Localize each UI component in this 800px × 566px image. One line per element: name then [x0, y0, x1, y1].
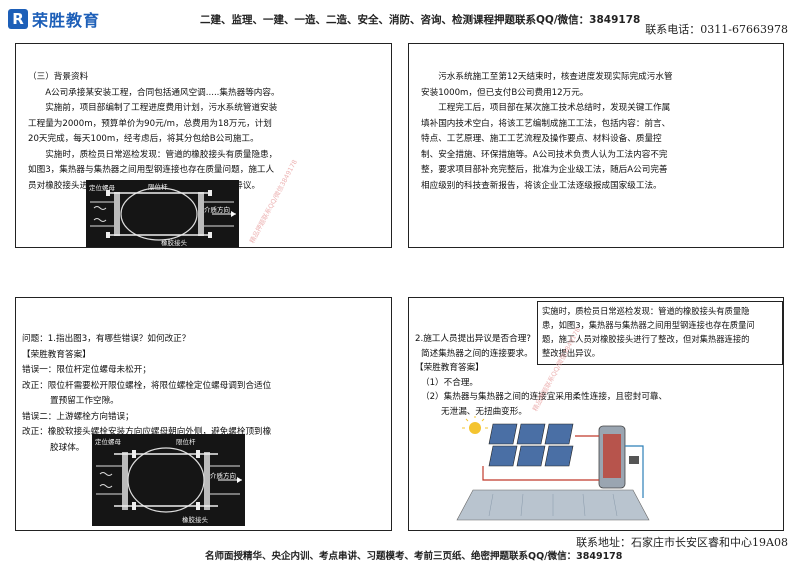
logo-text: 荣胜教育 — [32, 11, 101, 30]
text-line: 整改提出异议。 — [542, 348, 601, 358]
background-text: （三）背景资料 A公司承接某安装工程，合同包括通风空调.....集热器等内容。 … — [28, 70, 388, 194]
text-line: 相应级别的科技查新报告，将该企业工法逐级报成国家级工法。 — [421, 180, 662, 191]
question-line: 简述集热器之间的连接要求。 — [421, 348, 533, 359]
logo: R 荣胜教育 — [8, 7, 100, 31]
text-line: 实施时，质检员日常巡检发现：管道的橡胶接头有质量隐患， — [45, 149, 278, 160]
label-limit-rod: 限位杆 — [176, 438, 196, 446]
context-callout: 实施时，质检员日常巡检发现：管道的橡胶接头有质量隐 患，如图3，集热器与集热器之… — [537, 301, 783, 365]
text-line: 如图3，集热器与集热器之间用型钢连接也存在质量问题，施工人 — [28, 165, 275, 175]
logo-mark: R — [8, 9, 28, 29]
text-line: 制、安全措施、环保措施等。A公司技术负责人认为工法内容不完 — [421, 149, 668, 160]
label-rubber-joint: 橡胶接头 — [182, 516, 208, 524]
text-line: 整，要求项目部补充完整后，批准为企业级工法，随后A公司完善 — [421, 165, 668, 175]
text-line: 改正：橡胶软接头螺栓安装方向应螺母朝向外侧，避免螺栓顶到橡 — [22, 427, 272, 437]
text-line: 胶球体。 — [50, 442, 85, 453]
text-line: （2）集热器与集热器之间的连接宜采用柔性连接，且密封可靠、 — [421, 392, 668, 402]
section-heading: （三）背景资料 — [28, 72, 89, 82]
label-locating-nut: 定位螺母 — [95, 438, 121, 446]
question-line: 问题：1.指出图3，有哪些错误？如何改正？ — [22, 334, 191, 344]
text-line: 题，施工人员对橡胶接头进行了整改，但对集热器连接的 — [542, 334, 750, 344]
footer-address: 联系地址：石家庄市长安区睿和中心19A08 — [576, 536, 788, 549]
text-line: 错误一：限位杆定位螺母未松开； — [22, 365, 151, 375]
text-line: 特点、工艺原理、施工工艺流程及操作要点、材料设备、质量控 — [421, 134, 662, 144]
rubber-joint-drawing — [86, 180, 239, 247]
rubber-joint-drawing — [92, 434, 245, 526]
answer-heading: 【荣胜教育答案】 — [22, 349, 91, 360]
text-line: 实施时，质检员日常巡检发现：管道的橡胶接头有质量隐 — [542, 306, 750, 316]
slide-question-2: 实施时，质检员日常巡检发现：管道的橡胶接头有质量隐 患，如图3，集热器与集热器之… — [408, 297, 784, 531]
solar-collector-drawing — [456, 415, 650, 521]
text-line: 20天完成，每天100m，经考虑后，将其分包给B公司施工。 — [28, 134, 259, 144]
header-courses: 二建、监理、一建、一造、二造、安全、消防、咨询、检测课程押题联系QQ/微信：38… — [200, 14, 641, 26]
footer-services: 名师面授精华、央企内训、考点串讲、习题模考、考前三页纸、绝密押题联系QQ/微信：… — [205, 551, 623, 562]
text-line: A公司承接某安装工程，合同包括通风空调.....集热器等内容。 — [45, 87, 280, 98]
rubber-joint-figure: 定位螺母 限位杆 介质方向 橡胶接头 — [92, 434, 245, 526]
text-line: 安装1000m，但已支付B公司费用12万元。 — [421, 87, 589, 98]
label-locating-nut: 定位螺母 — [89, 184, 115, 192]
label-medium-direction: 介质方向 — [210, 472, 236, 480]
text-line: 实施前，项目部编制了工程进度费用计划，污水系统管道安装 — [45, 103, 278, 113]
text-line: （1）不合理。 — [421, 377, 479, 388]
answer-heading: 【荣胜教育答案】 — [415, 363, 484, 373]
question-line: 2.施工人员提出异议是否合理? — [415, 334, 531, 344]
text-line: 患，如图3，集热器与集热器之间用型钢连接也存在质量问 — [542, 320, 755, 330]
slide-question-1: 问题：1.指出图3，有哪些错误？如何改正？ 【荣胜教育答案】 错误一：限位杆定位… — [15, 297, 392, 531]
page-header: R 荣胜教育 二建、监理、一建、一造、二造、安全、消防、咨询、检测课程押题联系Q… — [0, 0, 800, 40]
question-answer-text: 问题：1.指出图3，有哪些错误？如何改正？ 【荣胜教育答案】 错误一：限位杆定位… — [22, 332, 387, 456]
label-medium-direction: 介质方向 — [204, 206, 230, 214]
text-line: 污水系统施工至第12天结束时，核查进度发现实际完成污水管 — [438, 72, 673, 82]
header-phone: 联系电话：0311-67663978 — [645, 23, 788, 36]
text-line: 填补国内技术空白，将该工艺编制成施工工法，包括内容：前言、 — [421, 118, 671, 129]
text-line: 置预留工作空隙。 — [50, 396, 119, 406]
label-rubber-joint: 橡胶接头 — [161, 239, 187, 247]
slide-background-continued: 污水系统施工至第12天结束时，核查进度发现实际完成污水管 安装1000m，但已支… — [408, 43, 784, 248]
slide-background: （三）背景资料 A公司承接某安装工程，合同包括通风空调.....集热器等内容。 … — [15, 43, 392, 248]
continued-text: 污水系统施工至第12天结束时，核查进度发现实际完成污水管 安装1000m，但已支… — [421, 70, 776, 194]
rubber-joint-figure: 定位螺母 限位杆 介质方向 橡胶接头 — [86, 180, 239, 247]
text-line: 无泄漏、无扭曲变形。 — [441, 406, 527, 417]
text-line: 错误二：上游螺栓方向错误； — [22, 411, 134, 422]
page-footer: 联系地址：石家庄市长安区睿和中心19A08 名师面授精华、央企内训、考点串讲、习… — [0, 531, 800, 566]
text-line: 改正：限位杆需要松开限位螺栓，将限位螺栓定位螺母调到合适位 — [22, 380, 272, 391]
solar-system-illustration — [453, 415, 653, 528]
text-line: 工程完工后，项目部在某次施工技术总结时，发现关键工作属 — [438, 103, 671, 113]
text-line: 工程量为2000m，预算单价为90元/m，总费用为18万元，计划 — [28, 118, 272, 129]
label-limit-rod: 限位杆 — [148, 183, 168, 191]
question-answer-text: 2.施工人员提出异议是否合理? 简述集热器之间的连接要求。 【荣胜教育答案】 （… — [415, 332, 780, 419]
